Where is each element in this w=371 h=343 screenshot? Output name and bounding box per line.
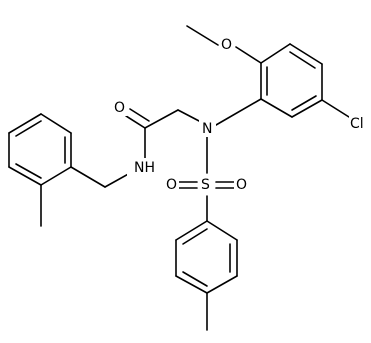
tolyl-ring: [175, 220, 238, 331]
carbonyl-oxygen-label: O: [114, 100, 125, 116]
ring-c-bond-3: [206, 275, 238, 294]
bond-ch2-ring: [70, 166, 106, 188]
bond-c-o: [125, 115, 146, 129]
atom-labels: O Cl O N NH O S O: [111, 35, 371, 194]
ring-c-bond-6: [175, 220, 208, 241]
ring-a-bond-5: [260, 98, 293, 118]
sulfonamide-core: [177, 98, 262, 222]
sulfonyl-oxygen-right-label: O: [236, 177, 247, 193]
methoxy-oxygen-label: O: [221, 37, 232, 53]
ring-b-bond-3: [8, 113, 42, 134]
bond-n-ch2: [177, 109, 202, 123]
bond-o-ring: [235, 46, 262, 64]
chloromethoxyphenyl-ring: [260, 43, 350, 118]
ring-b-bond-5: [8, 166, 42, 186]
bond-methyl-o: [186, 25, 219, 46]
ring-b-inner-2: [15, 120, 42, 137]
chlorine-label: Cl: [350, 116, 364, 132]
bond-ch2-carbonyl: [144, 109, 179, 129]
sulfonyl-oxygen-left-label: O: [166, 177, 177, 193]
sulfonamide-nitrogen-label: N: [202, 121, 212, 137]
ring-c-bond-1: [206, 220, 238, 241]
sulfur-label: S: [201, 177, 210, 193]
amide-nh-label: NH: [134, 160, 155, 176]
ring-b-bond-2: [40, 113, 72, 134]
ring-a-bond-2: [289, 43, 323, 65]
ring-b-bond-6: [40, 166, 72, 186]
ring-a-bond-1: [260, 43, 291, 64]
bond-ring-cl: [321, 99, 350, 118]
ring-c-inner-3: [182, 228, 208, 245]
ring-a-bond-4: [291, 99, 323, 118]
methylbenzyl-ring: [8, 113, 106, 227]
acetamide-chain: [104, 108, 179, 188]
ring-a-inner-2: [291, 95, 317, 111]
ring-c-inner-2: [182, 271, 208, 287]
ring-a-inner-1: [289, 51, 316, 69]
bond-ring-n: [215, 98, 262, 126]
methoxy-group: [186, 25, 262, 64]
ring-c-bond-4: [175, 275, 208, 294]
bond-c-o-2: [129, 108, 150, 122]
ring-b-inner-3: [15, 163, 42, 179]
